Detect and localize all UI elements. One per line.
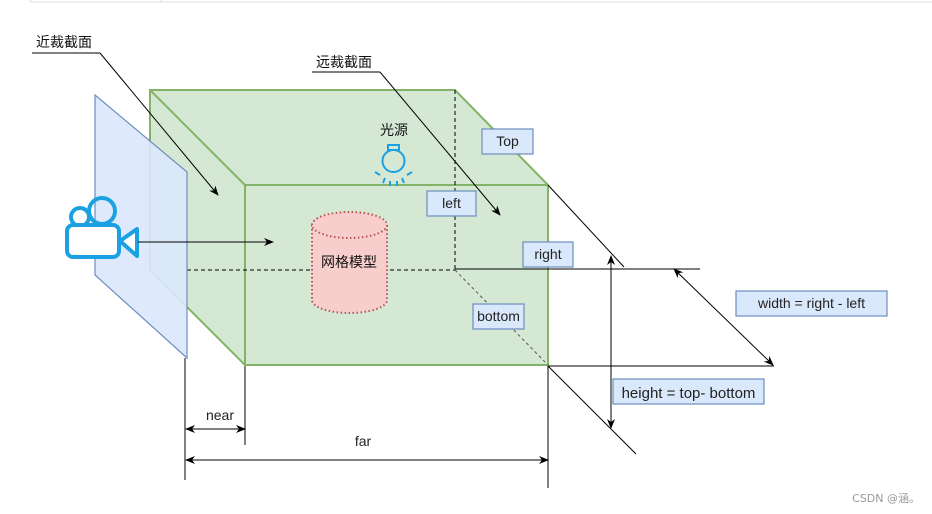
mesh-cylinder <box>311 211 388 314</box>
height-formula-label: height = top- bottom <box>612 378 765 405</box>
svg-text:bottom: bottom <box>477 308 520 324</box>
mesh-label: 网格模型 <box>321 255 377 271</box>
svg-text:近裁截面: 近裁截面 <box>36 35 92 51</box>
top-bar <box>29 0 932 3</box>
watermark: CSDN @涵。 <box>852 491 920 505</box>
near-plane-callout: 近裁截面 <box>32 35 219 196</box>
left-label: left <box>426 190 477 217</box>
svg-text:远裁截面: 远裁截面 <box>316 55 372 71</box>
near-plane <box>94 93 188 360</box>
near-label: near <box>206 407 234 423</box>
width-formula-label: width = right - left <box>735 290 888 317</box>
svg-text:left: left <box>442 195 461 211</box>
camera-icon <box>65 196 139 259</box>
dimension-lines <box>184 184 774 488</box>
light-label: 光源 <box>380 123 408 139</box>
svg-text:right: right <box>534 246 561 262</box>
light-bulb-icon <box>374 144 413 186</box>
top-label: Top <box>481 128 534 155</box>
svg-text:width = right - left: width = right - left <box>757 295 865 311</box>
right-label: right <box>522 241 574 268</box>
far-label: far <box>355 433 372 449</box>
bottom-label: bottom <box>472 303 525 330</box>
far-plane-callout: 远裁截面 <box>312 55 501 216</box>
svg-text:height = top- bottom: height = top- bottom <box>622 385 756 402</box>
svg-text:Top: Top <box>496 133 519 149</box>
